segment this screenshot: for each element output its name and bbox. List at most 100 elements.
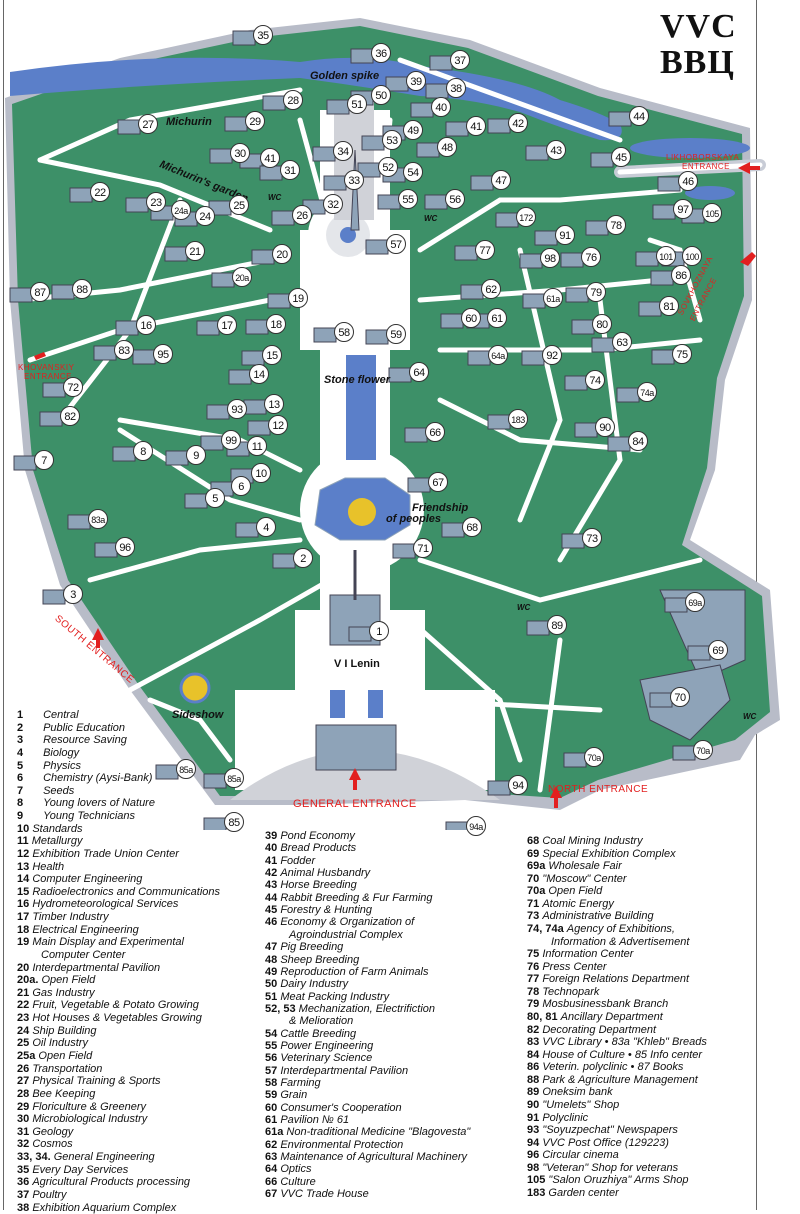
pavilion-marker[interactable]: 57	[386, 234, 406, 254]
general-entrance-label[interactable]: GENERAL ENTRANCE	[293, 798, 417, 810]
pavilion-marker[interactable]: 38	[446, 78, 466, 98]
pavilion-marker[interactable]: 13	[264, 394, 284, 414]
pavilion-marker[interactable]: 69	[708, 640, 728, 660]
khovanskiy-entrance-label-2[interactable]: ENTRANCE	[24, 372, 73, 381]
pavilion-marker[interactable]: 28	[283, 90, 303, 110]
pavilion-marker[interactable]: 81	[659, 296, 679, 316]
pavilion-marker[interactable]: 94a	[466, 816, 486, 836]
pavilion-marker[interactable]: 39	[406, 71, 426, 91]
pavilion-marker[interactable]: 94	[508, 775, 528, 795]
pavilion-marker[interactable]: 100	[682, 246, 702, 266]
pavilion-marker[interactable]: 75	[672, 344, 692, 364]
pavilion-marker[interactable]: 21	[185, 241, 205, 261]
pavilion-marker[interactable]: 83	[114, 340, 134, 360]
khovanskiy-entrance-label[interactable]: KHOVANSKIY	[18, 363, 75, 372]
pavilion-marker[interactable]: 61a	[543, 288, 563, 308]
pavilion-marker[interactable]: 32	[323, 194, 343, 214]
pavilion-marker[interactable]: 46	[678, 171, 698, 191]
pavilion-marker[interactable]: 20a	[232, 267, 252, 287]
pavilion-marker[interactable]: 24	[195, 206, 215, 226]
pavilion-marker[interactable]: 53	[382, 130, 402, 150]
pavilion-marker[interactable]: 25	[229, 195, 249, 215]
pavilion-marker[interactable]: 86	[671, 265, 691, 285]
pavilion-marker[interactable]: 10	[251, 463, 271, 483]
pavilion-marker[interactable]: 17	[217, 315, 237, 335]
pavilion-marker[interactable]: 62	[481, 279, 501, 299]
pavilion-marker[interactable]: 68	[462, 517, 482, 537]
pavilion-marker[interactable]: 64a	[488, 345, 508, 365]
pavilion-marker[interactable]: 8	[133, 441, 153, 461]
pavilion-marker[interactable]: 6	[231, 476, 251, 496]
pavilion-marker[interactable]: 12	[268, 415, 288, 435]
pavilion-marker[interactable]: 3	[63, 584, 83, 604]
pavilion-marker[interactable]: 76	[581, 247, 601, 267]
pavilion-marker[interactable]: 73	[582, 528, 602, 548]
pavilion-marker[interactable]: 9	[186, 445, 206, 465]
pavilion-marker[interactable]: 85a	[176, 759, 196, 779]
pavilion-marker[interactable]: 77	[475, 240, 495, 260]
pavilion-marker[interactable]: 44	[629, 106, 649, 126]
pavilion-marker[interactable]: 101	[656, 246, 676, 266]
pavilion-marker[interactable]: 82	[60, 406, 80, 426]
pavilion-marker[interactable]: 7	[34, 450, 54, 470]
pavilion-marker[interactable]: 22	[90, 182, 110, 202]
pavilion-marker[interactable]: 55	[398, 189, 418, 209]
pavilion-marker[interactable]: 60	[461, 308, 481, 328]
pavilion-marker[interactable]: 172	[516, 207, 536, 227]
pavilion-marker[interactable]: 85a	[224, 768, 244, 788]
pavilion-marker[interactable]: 99	[221, 430, 241, 450]
pavilion-marker[interactable]: 66	[425, 422, 445, 442]
pavilion-marker[interactable]: 105	[702, 203, 722, 223]
pavilion-marker[interactable]: 11	[247, 436, 267, 456]
pavilion-marker[interactable]: 70a	[584, 747, 604, 767]
pavilion-marker[interactable]: 23	[146, 192, 166, 212]
pavilion-marker[interactable]: 63	[612, 332, 632, 352]
pavilion-marker[interactable]: 78	[606, 215, 626, 235]
pavilion-marker[interactable]: 56	[445, 189, 465, 209]
pavilion-marker[interactable]: 27	[138, 114, 158, 134]
pavilion-marker[interactable]: 74a	[637, 382, 657, 402]
pavilion-marker[interactable]: 92	[542, 345, 562, 365]
pavilion-marker[interactable]: 36	[371, 43, 391, 63]
pavilion-marker[interactable]: 5	[205, 488, 225, 508]
pavilion-marker[interactable]: 50	[371, 85, 391, 105]
pavilion-marker[interactable]: 70	[670, 687, 690, 707]
pavilion-marker[interactable]: 30	[230, 143, 250, 163]
pavilion-marker[interactable]: 89	[547, 615, 567, 635]
pavilion-marker[interactable]: 18	[266, 314, 286, 334]
pavilion-marker[interactable]: 97	[673, 199, 693, 219]
likhoborskaya-entrance-label[interactable]: LIKHOBORSKAYA	[666, 153, 740, 162]
pavilion-marker[interactable]: 37	[450, 50, 470, 70]
pavilion-marker[interactable]: 74	[585, 370, 605, 390]
pavilion-marker[interactable]: 40	[431, 97, 451, 117]
pavilion-marker[interactable]: 84	[628, 431, 648, 451]
pavilion-marker[interactable]: 43	[546, 140, 566, 160]
pavilion-marker[interactable]: 47	[491, 170, 511, 190]
pavilion-marker[interactable]: 19	[288, 288, 308, 308]
pavilion-marker[interactable]: 41	[466, 116, 486, 136]
pavilion-marker[interactable]: 87	[30, 282, 50, 302]
pavilion-marker[interactable]: 64	[409, 362, 429, 382]
pavilion-marker[interactable]: 2	[293, 548, 313, 568]
pavilion-marker[interactable]: 26	[292, 205, 312, 225]
pavilion-marker[interactable]: 14	[249, 364, 269, 384]
pavilion-marker[interactable]: 83a	[88, 509, 108, 529]
pavilion-marker[interactable]: 31	[280, 160, 300, 180]
pavilion-marker[interactable]: 58	[334, 322, 354, 342]
pavilion-marker[interactable]: 67	[428, 472, 448, 492]
pavilion-marker[interactable]: 54	[403, 162, 423, 182]
pavilion-marker[interactable]: 42	[508, 113, 528, 133]
likhoborskaya-entrance-label-2[interactable]: ENTRANCE	[682, 162, 731, 171]
pavilion-marker[interactable]: 59	[386, 324, 406, 344]
pavilion-marker[interactable]: 93	[227, 399, 247, 419]
pavilion-marker[interactable]: 71	[413, 538, 433, 558]
pavilion-marker[interactable]: 90	[595, 417, 615, 437]
pavilion-marker[interactable]: 20	[272, 244, 292, 264]
pavilion-marker[interactable]: 49	[403, 120, 423, 140]
pavilion-marker[interactable]: 33	[344, 170, 364, 190]
pavilion-marker[interactable]: 72	[63, 377, 83, 397]
pavilion-marker[interactable]: 41	[260, 148, 280, 168]
pavilion-marker[interactable]: 61	[487, 308, 507, 328]
pavilion-marker[interactable]: 96	[115, 537, 135, 557]
pavilion-marker[interactable]: 35	[253, 25, 273, 45]
